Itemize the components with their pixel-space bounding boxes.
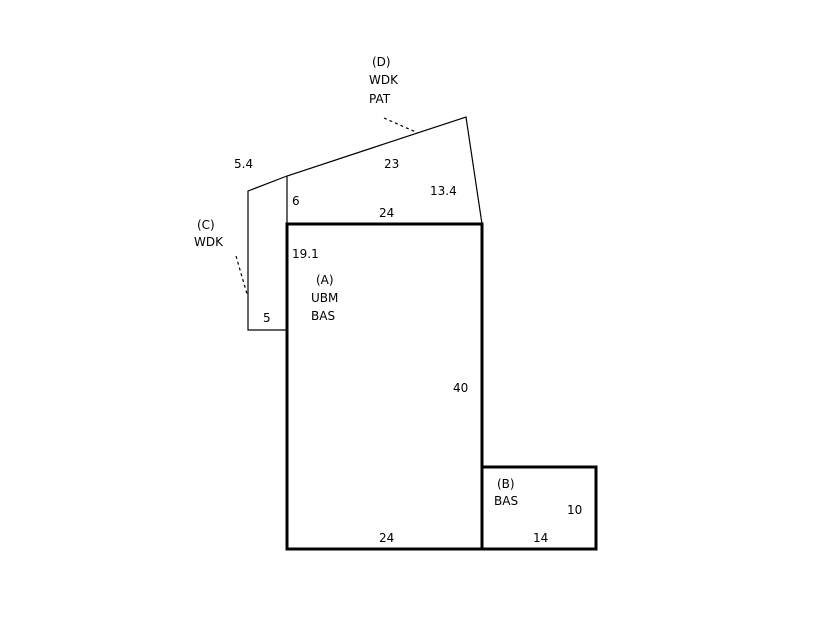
- dim-d-top: 23: [384, 157, 399, 171]
- area-c-leader: [235, 255, 248, 295]
- dim-c-bottom: 5: [263, 311, 271, 325]
- area-c-code: (C): [197, 218, 215, 232]
- area-c-outline: [247, 175, 288, 331]
- area-d-outline: [286, 116, 483, 225]
- area-c-line-1: WDK: [194, 235, 224, 249]
- area-d-line-1: WDK: [369, 73, 399, 87]
- area-d-leader: [383, 117, 419, 134]
- area-a-line-2: BAS: [311, 309, 335, 323]
- dim-a-bottom: 24: [379, 531, 394, 545]
- area-b-line-1: BAS: [494, 494, 518, 508]
- dim-b-bottom: 14: [533, 531, 548, 545]
- area-d-line-2: PAT: [369, 92, 391, 106]
- dim-d-right: 13.4: [430, 184, 457, 198]
- dim-a-right: 40: [453, 381, 468, 395]
- dim-b-right: 10: [567, 503, 582, 517]
- area-a-code: (A): [316, 273, 334, 287]
- dim-a-top: 24: [379, 206, 394, 220]
- dim-d-left: 6: [292, 194, 300, 208]
- area-a-line-1: UBM: [311, 291, 338, 305]
- area-a-outline: [285, 222, 484, 551]
- dim-a-left: 19.1: [292, 247, 319, 261]
- area-d-code: (D): [372, 55, 391, 69]
- dim-c-top: 5.4: [234, 157, 253, 171]
- area-b-outline: [480, 465, 598, 551]
- area-b-code: (B): [497, 477, 515, 491]
